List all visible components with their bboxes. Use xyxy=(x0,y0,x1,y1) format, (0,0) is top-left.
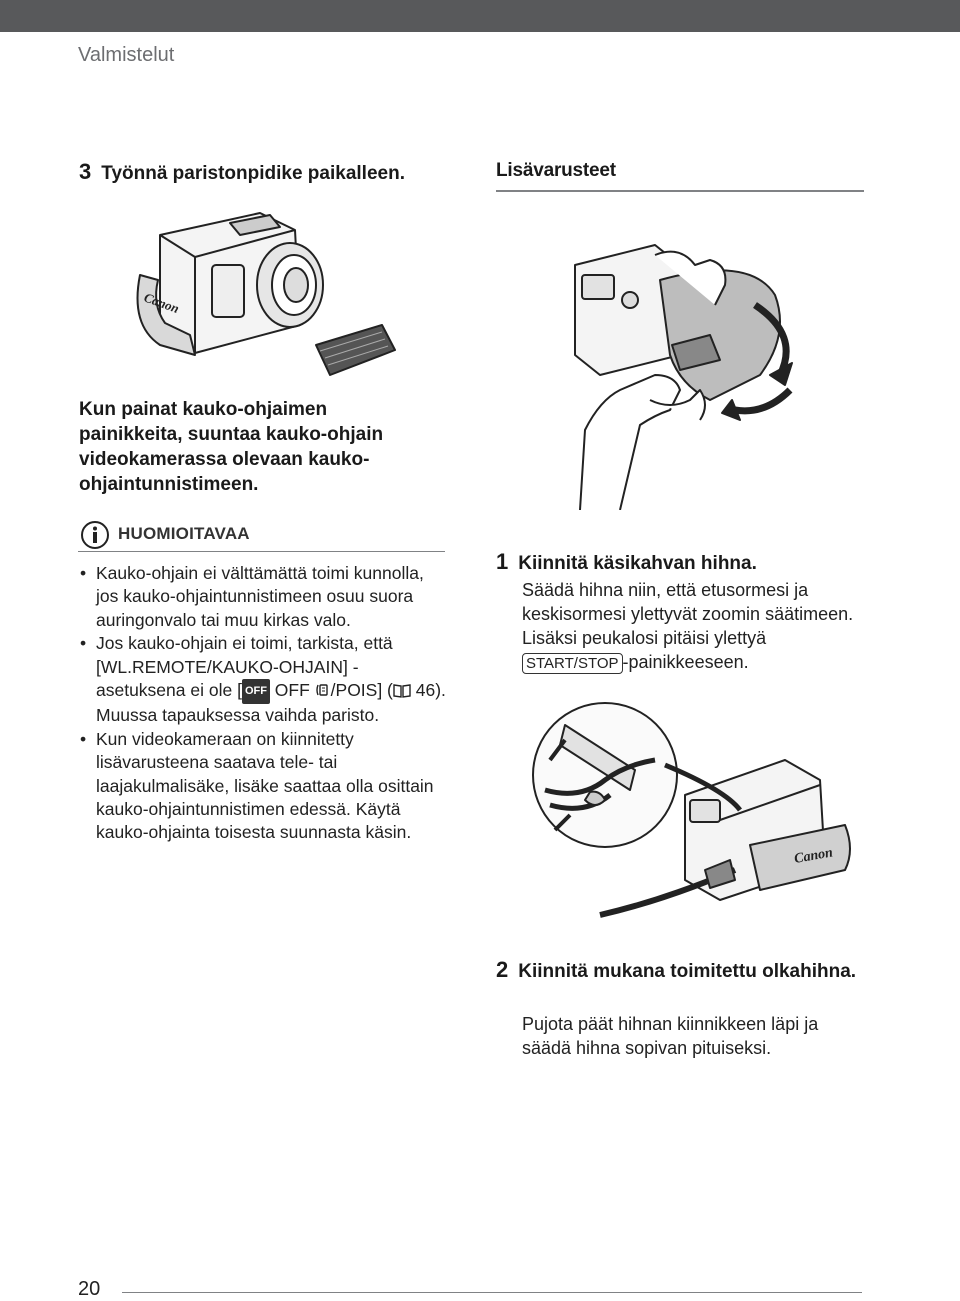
info-icon xyxy=(81,521,109,549)
brand-logo-camera-2: Canon xyxy=(793,845,834,867)
note-item-settings-text-d: 46). Muussa tapauksessa vaihda paristo. xyxy=(96,680,446,726)
accessories-heading: Lisävarusteet xyxy=(496,160,864,192)
note-item-converter: Kun videokameraan on kiinnitetty lisävar… xyxy=(78,728,448,845)
step-1-body-text-b: -painikkeeseen. xyxy=(622,652,749,672)
note-item-settings: Jos kauko-ohjain ei toimi, tarkista, ett… xyxy=(78,632,448,728)
step-1-title: Kiinnitä käsikahvan hihna. xyxy=(518,553,757,574)
book-reference-icon xyxy=(393,684,411,698)
note-header: HUOMIOITAVAA xyxy=(78,520,445,552)
remote-caption: Kun painat kauko-ohjaimen painikkeita, s… xyxy=(79,399,384,495)
grip-belt-illustration xyxy=(574,244,793,510)
shoulder-strap-illustration: Canon xyxy=(532,702,851,918)
remote-sensor-icon xyxy=(315,684,328,696)
note-item-settings-text-c: /POIS] ( xyxy=(330,680,393,701)
step-1: 1 Kiinnitä käsikahvan hihna. xyxy=(496,550,866,576)
top-bar xyxy=(0,0,960,32)
section-label: Valmistelut xyxy=(78,44,175,66)
step-3-number: 3 xyxy=(79,159,92,184)
page-number: 20 xyxy=(78,1278,101,1300)
off-icon: OFF xyxy=(241,679,270,705)
note-item-settings-text-a: Jos kauko-ohjain ei toimi, tarkista, ett… xyxy=(96,633,393,701)
note-item-sunlight: Kauko-ohjain ei välttämättä toimi kunnol… xyxy=(78,562,448,632)
step-2-title: Kiinnitä mukana toimitettu olkahihna. xyxy=(518,961,857,982)
note-title: HUOMIOITAVAA xyxy=(118,524,250,543)
step-2-number: 2 xyxy=(496,957,509,982)
step-3-text: Työnnä paristonpidike paikalleen. xyxy=(101,163,405,184)
note-item-settings-text-b: OFF xyxy=(269,680,315,701)
step-1-number: 1 xyxy=(496,549,509,574)
step-2: 2 Kiinnitä mukana toimitettu olkahihna. xyxy=(496,958,866,984)
step-2-body: Pujota päät hihnan kiinnikkeen läpi ja s… xyxy=(522,1014,819,1058)
start-stop-key: START/STOP xyxy=(522,653,623,674)
step-1-body: Säädä hihna niin, että etusormesi ja kes… xyxy=(522,578,867,674)
note-list: Kauko-ohjain ei välttämättä toimi kunnol… xyxy=(78,562,448,845)
camera-remote-illustration: Canon xyxy=(136,212,396,376)
step-1-body-text-a: Säädä hihna niin, että etusormesi ja kes… xyxy=(522,580,854,648)
step-3: 3 Työnnä paristonpidike paikalleen. xyxy=(79,160,459,186)
footer-rule xyxy=(122,1292,862,1293)
